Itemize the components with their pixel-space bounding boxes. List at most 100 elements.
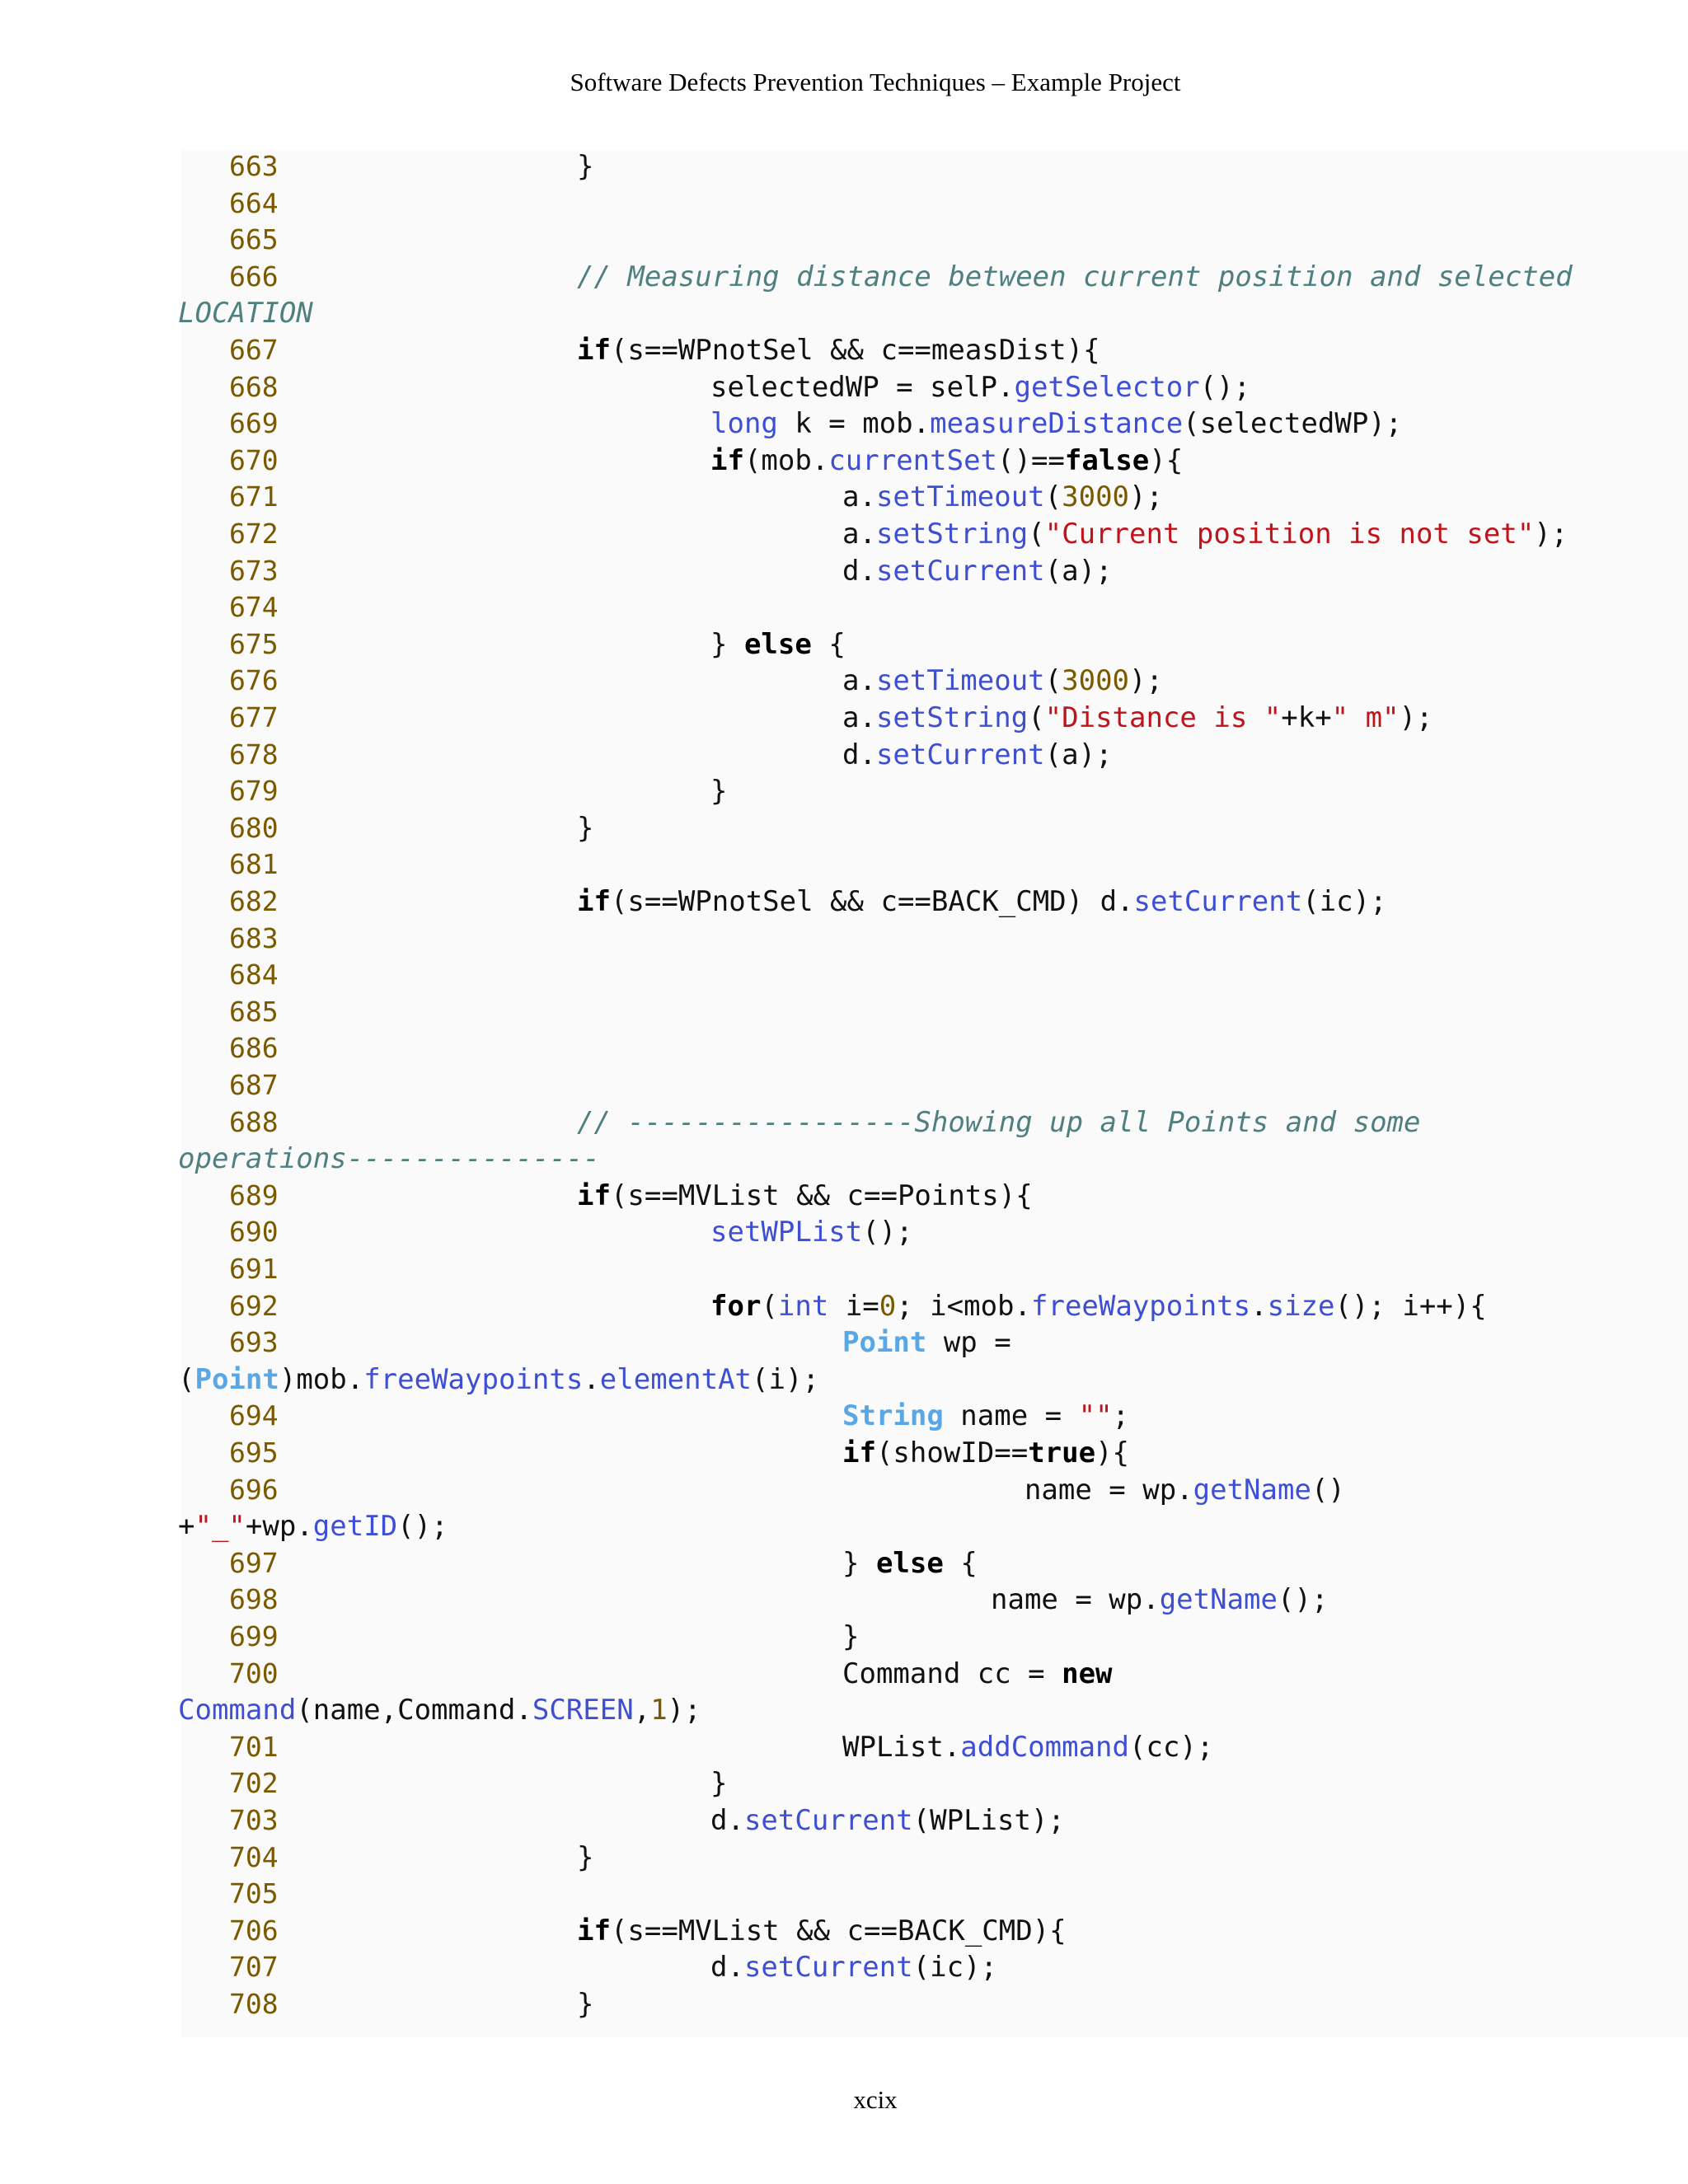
line-number: 708 [229, 1988, 279, 2020]
code-text: } [842, 1619, 859, 1655]
code-text: LOCATION [178, 295, 313, 331]
code-token: "" [1078, 1399, 1113, 1433]
code-token: Command [178, 1694, 297, 1727]
code-text: } else { [710, 626, 846, 663]
line-number: 675 [229, 627, 279, 660]
code-token: " m" [1331, 701, 1400, 734]
code-token: } [577, 811, 594, 845]
code-token: wp = [926, 1326, 1011, 1360]
code-text: } [577, 148, 593, 185]
code-text: selectedWP = selP.getSelector(); [710, 369, 1250, 405]
code-token: 0 [879, 1289, 897, 1323]
line-number: 673 [229, 554, 279, 587]
line-number: 694 [229, 1399, 279, 1432]
code-token: Point [195, 1362, 279, 1396]
code-token: (); [1199, 370, 1251, 404]
code-token: ); [1534, 518, 1568, 551]
code-token: (name,Command. [296, 1694, 532, 1727]
line-number: 677 [229, 701, 279, 733]
code-token: new [1062, 1657, 1113, 1690]
code-text: if(mob.currentSet()==false){ [710, 443, 1183, 479]
code-token: setWPList [710, 1216, 863, 1249]
code-token: a. [842, 701, 876, 734]
code-text: if(s==WPnotSel && c==BACK_CMD) d.setCurr… [577, 883, 1387, 920]
line-number: 681 [229, 848, 279, 881]
code-text: d.setCurrent(a); [842, 737, 1113, 773]
code-token: else [743, 627, 812, 661]
code-token: ); [667, 1694, 701, 1727]
code-token: ( [1028, 701, 1045, 734]
code-text: if(s==MVList && c==BACK_CMD){ [577, 1913, 1067, 1949]
code-token: WPList. [842, 1730, 961, 1764]
code-token: setCurrent [875, 738, 1045, 771]
code-token: () [1311, 1473, 1345, 1507]
code-text: (Point)mob.freeWaypoints.elementAt(i); [178, 1361, 819, 1398]
code-token: ( [761, 1289, 778, 1323]
code-token: } [577, 150, 594, 183]
code-token: (s==WPnotSel && c==BACK_CMD) d. [610, 885, 1134, 918]
code-text: } else { [842, 1545, 978, 1582]
line-number: 698 [229, 1583, 279, 1616]
line-number: 689 [229, 1179, 279, 1212]
code-token: (cc); [1129, 1730, 1214, 1764]
code-token: LOCATION [178, 297, 313, 330]
code-token: (i); [752, 1362, 819, 1396]
code-token: "Distance is " [1044, 701, 1282, 734]
code-token: ; [1112, 1399, 1130, 1433]
code-text: } [710, 773, 727, 809]
code-text: String name = ""; [842, 1398, 1129, 1434]
code-listing-panel [181, 150, 1688, 2037]
code-token: getSelector [1014, 370, 1200, 404]
code-token: 3000 [1062, 664, 1130, 698]
line-number: 706 [229, 1914, 279, 1947]
code-text: d.setCurrent(a); [842, 553, 1113, 589]
code-token: Point [842, 1326, 927, 1360]
code-token: if [710, 443, 744, 477]
code-text: d.setCurrent(ic); [710, 1949, 997, 1985]
code-token: i= [828, 1289, 879, 1323]
code-token: setCurrent [743, 1804, 913, 1837]
line-number: 685 [229, 995, 279, 1028]
code-token: d. [710, 1951, 744, 1985]
code-token: (s==MVList && c==BACK_CMD){ [610, 1914, 1067, 1947]
code-token: measureDistance [930, 407, 1184, 441]
page-number: xcix [853, 2085, 898, 2114]
code-token: ( [178, 1362, 195, 1396]
line-number: 707 [229, 1951, 279, 1984]
code-token: getName [1193, 1473, 1311, 1507]
code-token: // Measuring distance between current po… [577, 260, 1573, 293]
code-token: getID [312, 1510, 398, 1544]
page-header: Software Defects Prevention Techniques –… [570, 68, 1181, 96]
code-token: d. [842, 738, 876, 771]
line-number: 669 [229, 407, 279, 440]
code-text: WPList.addCommand(cc); [842, 1729, 1213, 1765]
code-token: false [1064, 443, 1150, 477]
code-token: "Current position is not set" [1044, 518, 1535, 551]
line-number: 672 [229, 518, 279, 550]
code-token: } [710, 1767, 728, 1801]
code-token: ()== [997, 443, 1065, 477]
code-token: name = wp. [991, 1473, 1193, 1507]
code-token: } [577, 1840, 594, 1874]
code-token: SCREEN [532, 1694, 634, 1727]
code-text: operations--------------- [178, 1141, 600, 1177]
code-token: size [1267, 1289, 1335, 1323]
line-number: 705 [229, 1877, 279, 1910]
code-token: ( [1044, 480, 1062, 514]
line-number: 691 [229, 1253, 279, 1285]
code-token: . [583, 1362, 600, 1396]
code-token: . [1250, 1289, 1268, 1323]
code-token: (ic); [912, 1951, 998, 1985]
code-token: k = mob. [777, 407, 931, 441]
code-token: (WPList); [912, 1804, 1065, 1837]
code-token: (selectedWP); [1183, 407, 1403, 441]
code-token: ( [1028, 518, 1045, 551]
code-token: a. [842, 664, 876, 698]
code-token: if [577, 885, 611, 918]
code-token: d. [710, 1804, 744, 1837]
code-token: setString [875, 518, 1029, 551]
code-token: currentSet [828, 443, 998, 477]
code-token: 3000 [1062, 480, 1130, 514]
line-number: 704 [229, 1840, 279, 1873]
line-number: 692 [229, 1289, 279, 1322]
